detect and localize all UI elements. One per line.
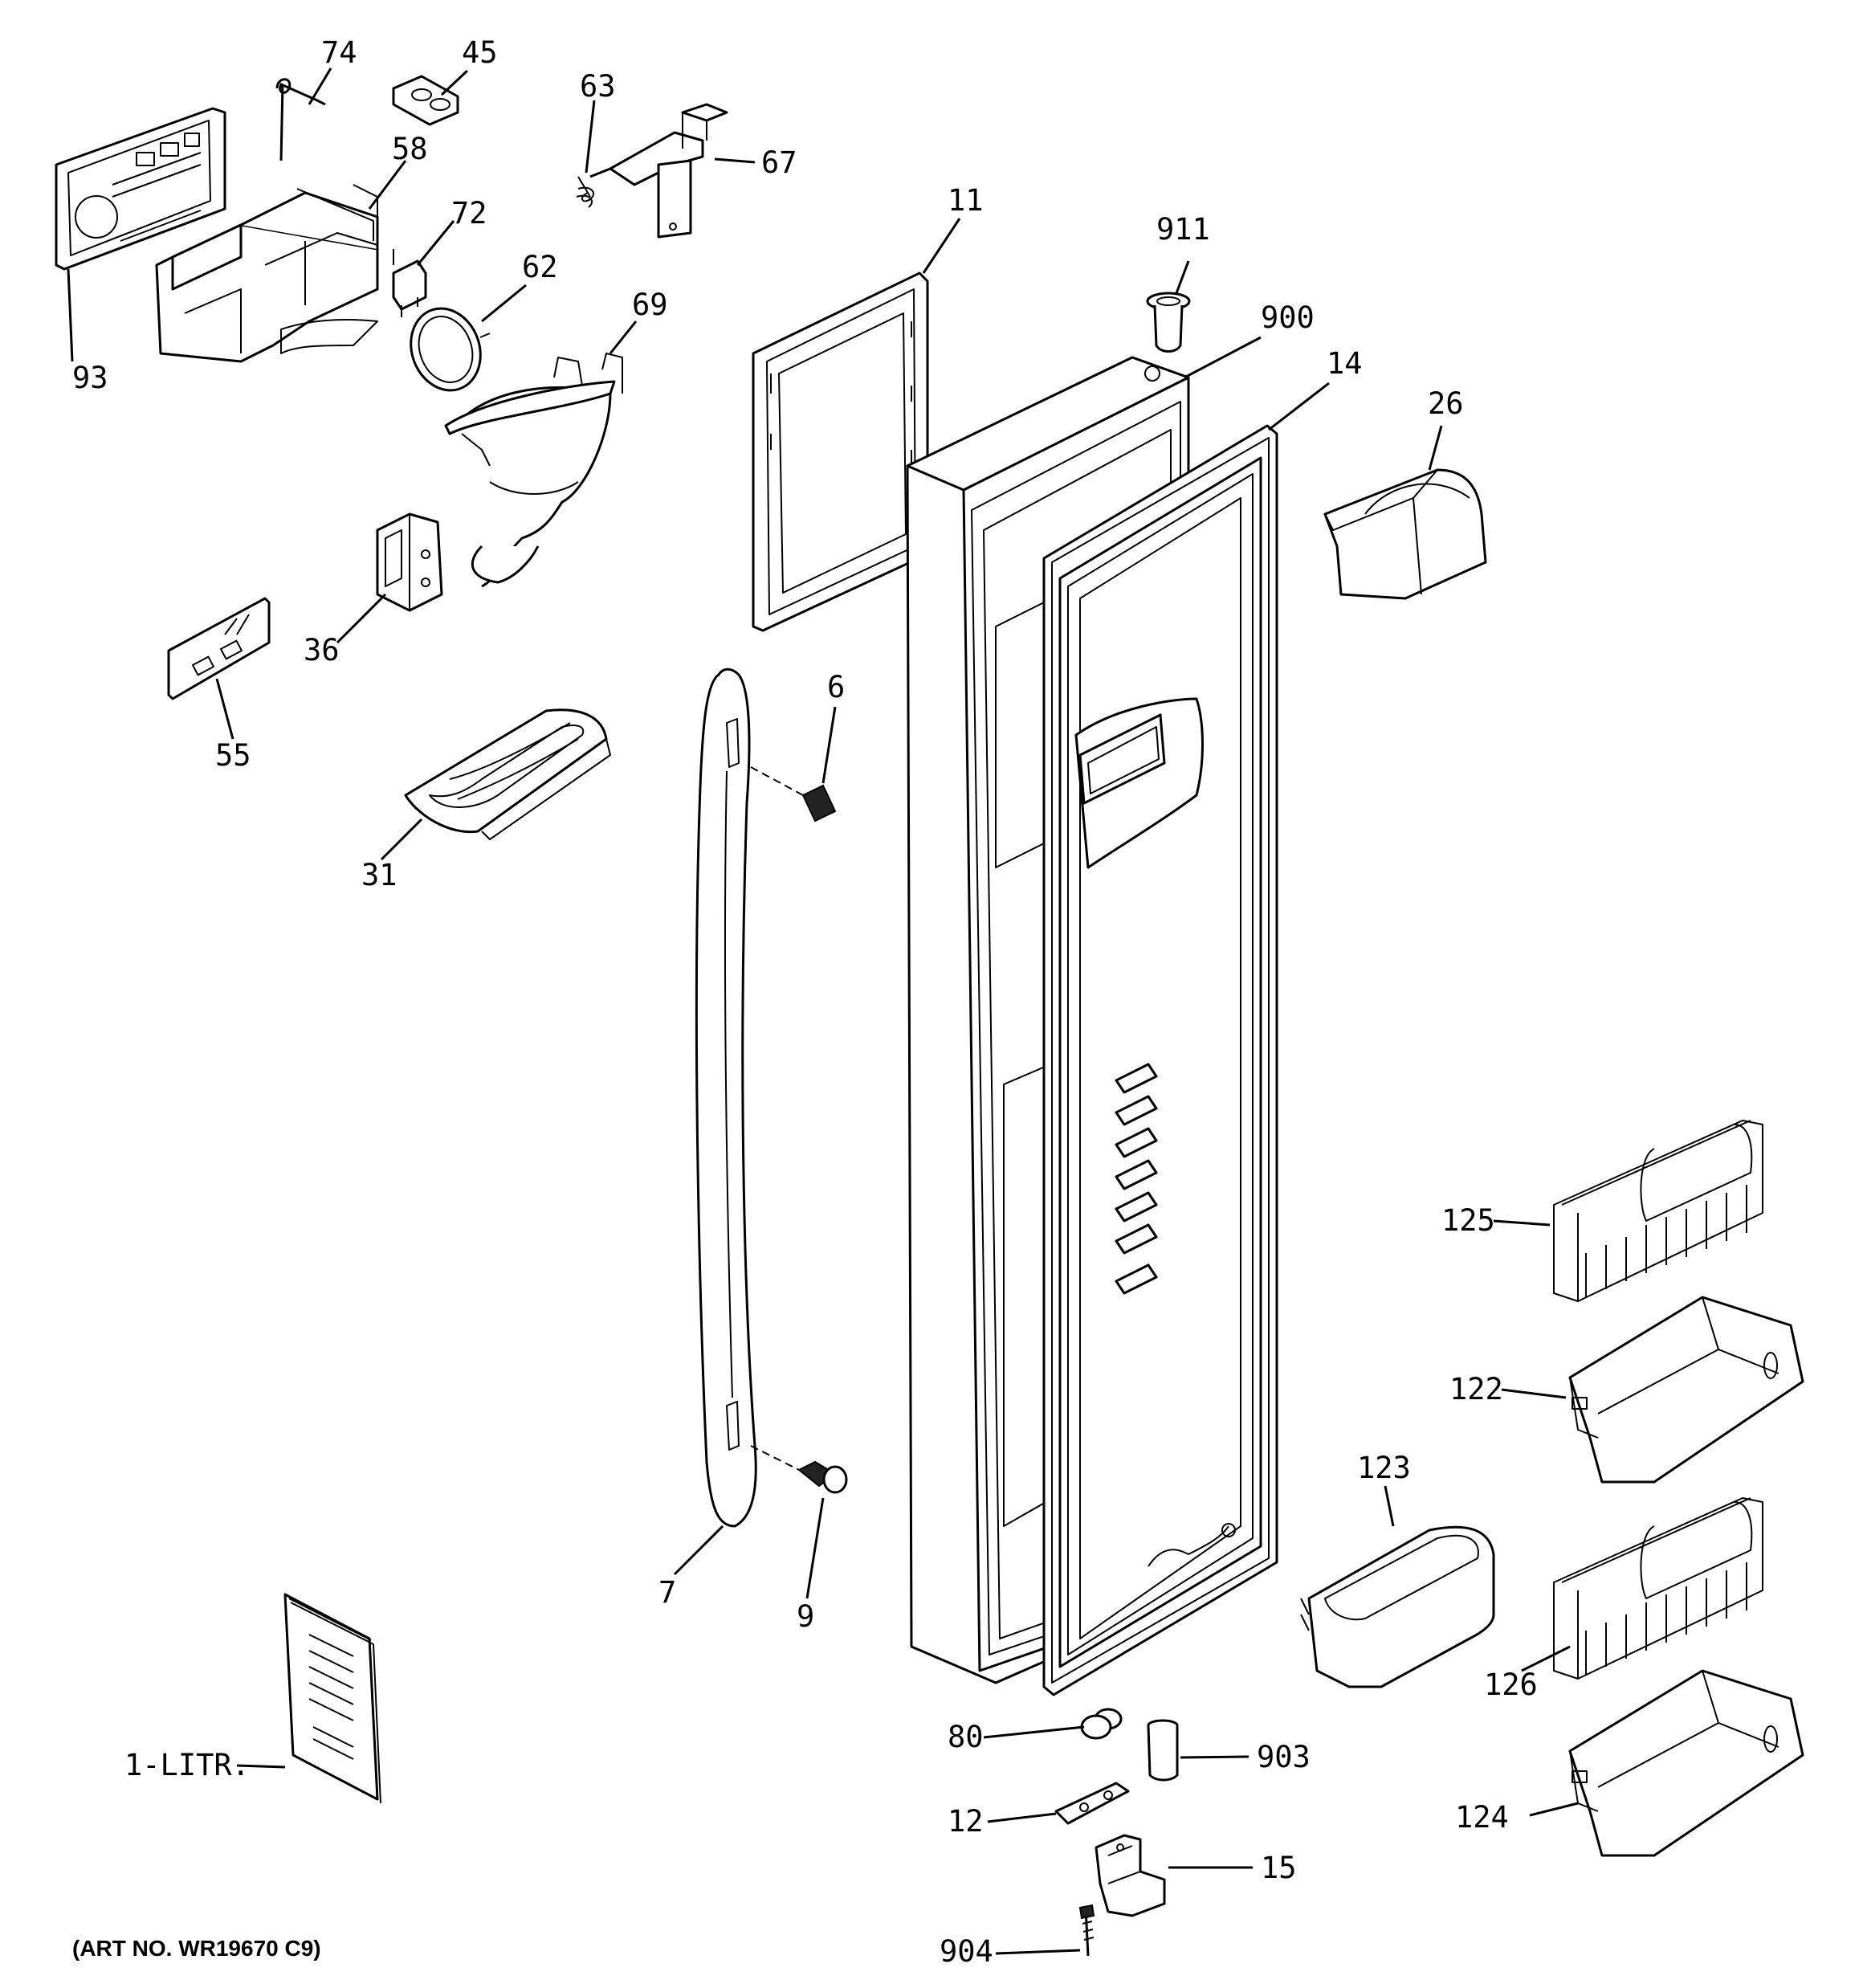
callout-literature: 1-LITR. [124, 1748, 250, 1782]
callout-15: 15 [1261, 1851, 1297, 1885]
callout-124: 124 [1455, 1800, 1509, 1835]
part-122-bin [1568, 1296, 1804, 1484]
part-15-hinge [1095, 1834, 1166, 1917]
part-93-control-panel [55, 107, 226, 271]
part-literature-booklet [283, 1593, 381, 1804]
part-12-hinge-plate [1054, 1782, 1130, 1825]
part-125-wire-rack [1553, 1120, 1763, 1302]
part-903-tube [1147, 1719, 1179, 1782]
callout-80: 80 [948, 1720, 984, 1754]
callout-7: 7 [658, 1575, 676, 1610]
callout-93: 93 [72, 361, 108, 395]
part-9-bolt [750, 1445, 848, 1494]
part-26-bin-cover [1323, 468, 1487, 600]
callout-36: 36 [304, 633, 340, 667]
part-6-screw [750, 766, 837, 823]
callout-58: 58 [392, 132, 428, 166]
callout-62: 62 [522, 250, 558, 284]
art-number-note: (ART NO. WR19670 C9) [72, 1936, 321, 1961]
part-123-bin [1300, 1525, 1495, 1688]
part-69-chute-cup [444, 353, 623, 588]
part-36-switch-bracket [376, 512, 443, 612]
callout-72: 72 [451, 196, 487, 231]
part-45-bracket [392, 75, 459, 126]
part-11-dispenser-frame [752, 271, 929, 632]
part-67-actuator-arm [609, 103, 728, 239]
part-72-switch [392, 249, 427, 317]
callout-122: 122 [1449, 1372, 1503, 1406]
callout-904: 904 [940, 1934, 993, 1969]
callout-69: 69 [632, 288, 668, 322]
part-74-spring-wire [275, 78, 326, 161]
part-126-wire-rack [1553, 1497, 1763, 1680]
callout-67: 67 [761, 145, 797, 180]
part-7-handle [695, 667, 757, 1528]
callout-9: 9 [797, 1599, 814, 1634]
callout-911: 911 [1156, 212, 1210, 247]
callout-126: 126 [1484, 1668, 1538, 1702]
part-58-dispenser-housing [155, 184, 379, 363]
part-124-bin [1568, 1669, 1804, 1857]
callout-63: 63 [580, 69, 616, 104]
callout-900: 900 [1261, 300, 1315, 335]
part-62-ring [410, 307, 491, 392]
callout-74: 74 [321, 35, 357, 70]
callout-55: 55 [215, 738, 251, 773]
part-31-drip-grille [404, 708, 611, 840]
part-14-gasket [1042, 424, 1278, 1696]
callout-14: 14 [1327, 346, 1363, 381]
callout-11: 11 [948, 183, 984, 218]
callout-903: 903 [1257, 1740, 1311, 1774]
part-911-grommet [1146, 292, 1191, 353]
leader-lines [67, 67, 1579, 1955]
callout-31: 31 [361, 858, 397, 892]
part-63-coil-spring [576, 167, 611, 208]
callout-26: 26 [1428, 386, 1464, 421]
callout-12: 12 [948, 1804, 984, 1839]
callout-45: 45 [462, 35, 498, 70]
callout-125: 125 [1441, 1203, 1495, 1238]
callout-123: 123 [1357, 1451, 1411, 1485]
part-55-board [167, 597, 271, 700]
part-80-bushing [1080, 1708, 1123, 1740]
part-904-screw [1078, 1904, 1095, 1957]
callout-6: 6 [827, 670, 845, 704]
